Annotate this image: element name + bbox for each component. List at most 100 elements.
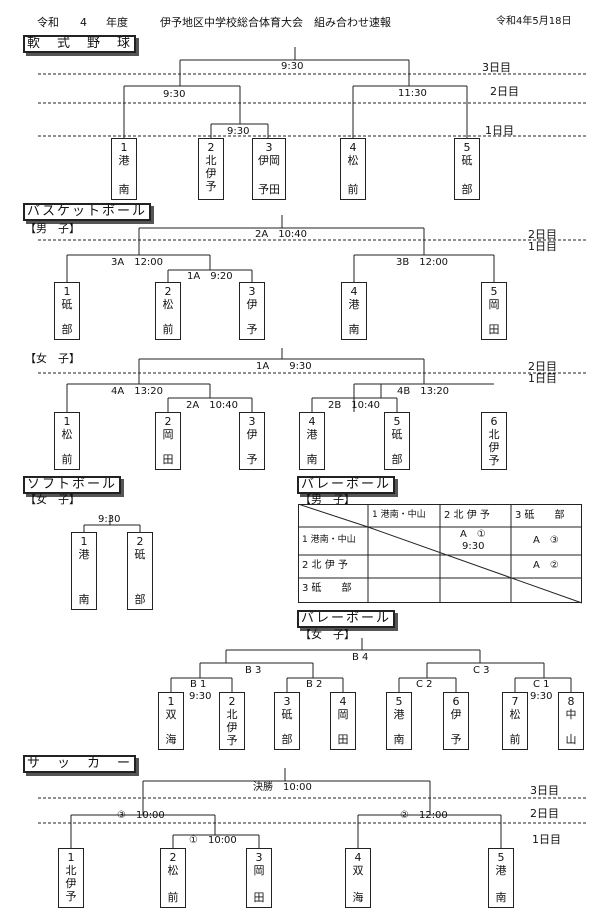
match-cell: A ②	[533, 560, 559, 571]
team-name-bottom: 田	[253, 891, 265, 904]
time-label: 9:30	[98, 514, 121, 525]
team-name-bottom: 予	[246, 453, 258, 466]
day-label-1: 1日目	[485, 124, 514, 137]
section-title-baseball: 軟 式 野 球	[23, 35, 137, 53]
time-label: ① 10:00	[189, 835, 237, 846]
time-label: C 1	[533, 679, 550, 690]
match-cell: 9:30	[462, 541, 485, 552]
time-label: 1A 9:30	[256, 361, 312, 372]
team-name-bottom: 海	[165, 733, 177, 746]
day-label-2: 2日目	[528, 228, 557, 241]
team-name-bottom: 予田	[258, 183, 280, 196]
time-label: 3A 12:00	[111, 257, 164, 268]
team-name-bottom: 南	[78, 593, 90, 606]
team-name-bottom: 田	[337, 733, 349, 746]
time-label: 9:30	[281, 61, 304, 72]
time-label: C 3	[473, 665, 490, 676]
team-name-bottom: 予	[450, 733, 462, 746]
match-cell: A ①	[460, 529, 486, 540]
day-label-3: 3日目	[530, 784, 559, 797]
time-label: 11:30	[398, 88, 427, 99]
gender-label: 【男 子】	[25, 222, 80, 235]
header-era: 令和	[37, 16, 59, 29]
section-title-softball: ソフトボール	[23, 476, 122, 494]
header-date: 令和4年5月18日	[496, 16, 572, 27]
time-label: 4A 13:20	[111, 386, 164, 397]
header-year: 4	[80, 16, 87, 29]
time-label: 3B 12:00	[396, 257, 449, 268]
header-title: 伊予地区中学校総合体育大会 組み合わせ速報	[160, 16, 391, 29]
table-header: 1 港南・中山	[372, 510, 426, 520]
time-label: 9:30	[189, 691, 212, 702]
team-name-bottom: 南	[306, 453, 318, 466]
team-name-bottom: 南	[495, 891, 507, 904]
gender-label: 【女 子】	[25, 493, 80, 506]
team-name-bottom: 南	[348, 323, 360, 336]
team-name-bottom: 山	[565, 733, 577, 746]
time-label: 9:30	[163, 89, 186, 100]
team-name-bottom: 部	[281, 733, 293, 746]
time-label: B 4	[352, 652, 369, 663]
time-label: 4B 13:20	[397, 386, 450, 397]
time-label: 2B 10:40	[328, 400, 381, 411]
table-row-header: 2 北 伊 予	[302, 560, 348, 571]
time-label: 1A 9:20	[187, 271, 233, 282]
section-title-soccer: サ ッ カ ー	[23, 755, 137, 773]
day-label-2: 2日目	[528, 360, 557, 373]
section-title-volleyball-boys: バレーボール	[297, 476, 396, 494]
team-name-bottom: 前	[509, 733, 521, 746]
table-header: 3 砥 部	[515, 510, 565, 521]
team-name-bottom: 前	[162, 323, 174, 336]
team-name-bottom: 部	[61, 323, 73, 336]
team-name-bottom: 南	[393, 733, 405, 746]
time-label: ② 12:00	[400, 810, 448, 821]
day-label-2: 2日目	[530, 807, 559, 820]
day-label-1: 1日目	[528, 240, 557, 253]
team-name-bottom: 予	[246, 323, 258, 336]
gender-label: 【女 子】	[25, 352, 80, 365]
day-label-1: 1日目	[532, 833, 561, 846]
time-label: 2A 10:40	[255, 229, 308, 240]
